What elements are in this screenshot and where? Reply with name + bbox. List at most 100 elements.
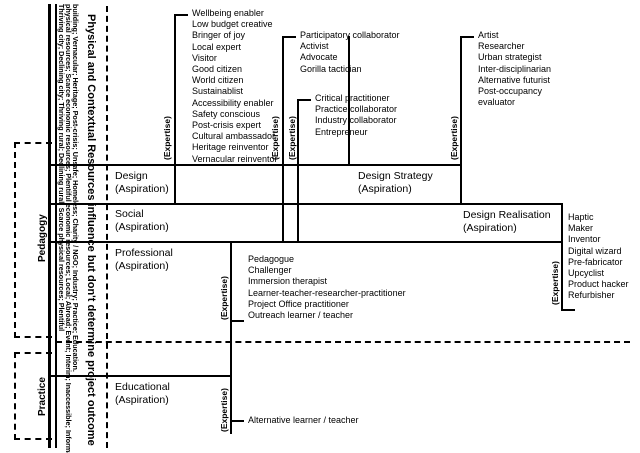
- riser-professional-roles: [297, 99, 299, 242]
- list-item: Product hacker: [568, 279, 629, 290]
- list-item: Pre-fabricator: [568, 256, 623, 267]
- list-item: Maker: [568, 223, 594, 234]
- axis-outer-rule: [48, 4, 51, 448]
- list-item: Entrepreneur: [315, 126, 368, 137]
- aspiration-design-realisation-title: Design Realisation: [463, 209, 551, 221]
- design-realisation-roles-list: Haptic Maker Inventor Digital wizard Pre…: [568, 212, 629, 302]
- list-item: evaluator: [478, 97, 516, 108]
- list-item: Local expert: [192, 41, 242, 52]
- design-roles-list: Wellbeing enabler Low budget creative Br…: [192, 8, 278, 165]
- list-item: Advocate: [300, 52, 338, 63]
- axis-inner-rule: [55, 4, 57, 448]
- aspiration-social-title: Social: [115, 208, 144, 220]
- tick-social-roles: [282, 36, 296, 38]
- axis-title: Physical and Contextual Resources influe…: [85, 14, 97, 446]
- riser-design-roles: [174, 14, 176, 204]
- list-item: Learner-teacher-researcher-practitioner: [248, 287, 406, 298]
- aspiration-educational-sub: (Aspiration): [115, 394, 169, 406]
- list-item: Challenger: [248, 265, 292, 276]
- list-item: Project Office practitioner: [248, 298, 349, 309]
- aspiration-design-strategy-sub: (Aspiration): [358, 183, 412, 195]
- list-item: Visitor: [192, 52, 217, 63]
- axis-title-dashed-divider: [106, 6, 108, 448]
- aspiration-design-strategy-title: Design Strategy: [358, 170, 433, 182]
- list-item: Digital wizard: [568, 245, 622, 256]
- tick-pedagogy-roles: [230, 320, 244, 322]
- tick-design-strategy-roles: [460, 36, 474, 38]
- list-item: Inventor: [568, 234, 601, 245]
- educational-roles-list: Alternative learner / teacher: [248, 415, 359, 426]
- pedagogy-practice-divider: [56, 341, 630, 343]
- expertise-label-pedagogy: (Expertise): [219, 276, 229, 320]
- aspiration-professional-sub: (Aspiration): [115, 260, 169, 272]
- list-item: Researcher: [478, 41, 525, 52]
- aspiration-professional-title: Professional: [115, 247, 173, 259]
- aspiration-design-realisation: Design Realisation (Aspiration): [463, 209, 551, 235]
- pedagogy-bracket: [14, 142, 52, 338]
- aspiration-educational-title: Educational: [115, 381, 170, 393]
- tick-design-realisation-roles: [561, 309, 575, 311]
- list-item: Good citizen: [192, 64, 243, 75]
- aspiration-design: Design (Aspiration): [115, 170, 169, 196]
- list-item: Practice collaborator: [315, 104, 398, 115]
- list-item: Vernacular reinventor: [192, 153, 278, 164]
- list-item: Alternative learner / teacher: [248, 415, 359, 425]
- practice-label: Practice: [37, 377, 48, 416]
- rule-design-top: [48, 164, 348, 166]
- list-item: Critical practitioner: [315, 93, 390, 103]
- list-item: Pedagogue: [248, 254, 295, 264]
- list-item: Industry collaborator: [315, 115, 397, 126]
- design-strategy-roles-list: Artist Researcher Urban strategist Inter…: [478, 30, 551, 108]
- list-item: Wellbeing enabler: [192, 8, 264, 18]
- expertise-label-design-strategy: (Expertise): [449, 116, 459, 160]
- professional-roles-list: Critical practitioner Practice collabora…: [315, 93, 397, 138]
- list-item: Upcyclist: [568, 268, 605, 279]
- aspiration-social: Social (Aspiration): [115, 208, 169, 234]
- aspiration-design-realisation-sub: (Aspiration): [463, 222, 517, 234]
- list-item: Post-occupancy: [478, 86, 543, 97]
- tick-design-roles: [174, 14, 188, 16]
- social-roles-list: Participatory collaborator Activist Advo…: [300, 30, 400, 75]
- aspiration-design-sub: (Aspiration): [115, 183, 169, 195]
- list-item: Refurbisher: [568, 290, 615, 301]
- list-item: Post-crisis expert: [192, 120, 262, 131]
- riser-design-realisation-right: [561, 203, 563, 309]
- aspiration-design-strategy: Design Strategy (Aspiration): [358, 170, 433, 196]
- list-item: Immersion therapist: [248, 276, 328, 287]
- aspiration-professional: Professional (Aspiration): [115, 247, 173, 273]
- context-factors-line-3: building; Vernacular; Heritage; Post-cri…: [71, 4, 80, 372]
- list-item: Cultural ambassador: [192, 131, 276, 142]
- list-item: Sustainablist: [192, 86, 244, 97]
- rule-educational-top: [48, 375, 230, 377]
- expertise-label-design-realisation: (Expertise): [550, 261, 560, 305]
- list-item: Participatory collaborator: [300, 30, 400, 40]
- list-item: Safety conscious: [192, 108, 261, 119]
- riser-design-strategy-right: [460, 36, 462, 205]
- rule-professional-top: [48, 241, 563, 243]
- list-item: Heritage reinventor: [192, 142, 269, 153]
- practice-bracket: [14, 352, 52, 440]
- list-item: Bringer of joy: [192, 30, 246, 41]
- list-item: Inter-disciplinarian: [478, 63, 552, 74]
- expertise-label-professional: (Expertise): [287, 116, 297, 160]
- list-item: Low budget creative: [192, 19, 273, 30]
- expertise-label-educational: (Expertise): [219, 388, 229, 432]
- tick-educational-roles: [230, 420, 244, 422]
- aspiration-educational: Educational (Aspiration): [115, 381, 170, 407]
- aspiration-social-sub: (Aspiration): [115, 221, 169, 233]
- expertise-label-design: (Expertise): [162, 116, 172, 160]
- aspiration-design-title: Design: [115, 170, 148, 182]
- list-item: World citizen: [192, 75, 244, 86]
- pedagogy-label: Pedagogy: [37, 214, 48, 262]
- list-item: Artist: [478, 30, 499, 40]
- list-item: Gorilla tactician: [300, 63, 362, 74]
- pedagogy-roles-list: Pedagogue Challenger Immersion therapist…: [248, 254, 406, 321]
- list-item: Accessibility enabler: [192, 97, 274, 108]
- riser-social-roles: [282, 36, 284, 242]
- rule-design-realisation-top: [460, 203, 563, 205]
- list-item: Haptic: [568, 212, 594, 222]
- rule-social-top: [48, 203, 460, 205]
- list-item: Activist: [300, 41, 329, 52]
- riser-design-strategy: [348, 36, 350, 166]
